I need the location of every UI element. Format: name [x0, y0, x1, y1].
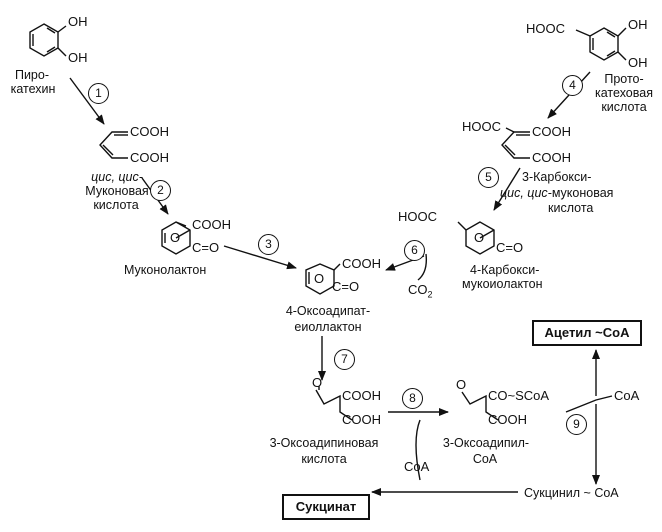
step-9: 9 [566, 414, 587, 435]
succinate-box: Сукцинат [282, 494, 370, 520]
coa-uptake-curve [415, 419, 421, 481]
oxoadipyl-coa-name-2: CoA [472, 452, 498, 466]
enol-lactone-co: C=O [332, 279, 360, 294]
muconolactone-structure [161, 221, 191, 255]
enol-lactone-name-2: еиоллактон [294, 320, 362, 334]
arrow-3 [223, 245, 297, 270]
oxoadipyl-coa-structure [461, 391, 499, 421]
carboxy-muconolactone-name-1: 4-Карбокси- [470, 263, 540, 277]
coa-in-label: CoA [404, 459, 430, 474]
muconolactone-cooh: COOH [192, 217, 231, 232]
arrow-1 [69, 77, 105, 125]
oxoadipyl-coa-coscoa: CO~SCoA [488, 388, 550, 403]
pyrocatechin-oh2: OH [68, 50, 88, 65]
protocatechuic-name-3: кислота [601, 100, 647, 114]
carboxy-muconolactone-o: O [474, 230, 485, 245]
carboxy-muconolactone-structure [457, 221, 495, 255]
co2-release-curve [417, 253, 428, 281]
arrow-5 [493, 167, 521, 211]
step-8: 8 [402, 388, 423, 409]
muconolactone-name: Муконолактон [124, 263, 207, 277]
oxoadipyl-coa-name-1: 3-Оксоадипил- [442, 436, 530, 450]
muconic-name-3: кислота [93, 198, 139, 212]
protocatechuic-hooc: HOOC [526, 21, 565, 36]
step-3: 3 [258, 234, 279, 255]
protocatechuic-oh2: OH [628, 55, 648, 70]
pyrocatechin-name-1: Пиро- [14, 68, 50, 82]
carboxy-muconic-name-line2: цис, цис-муконовая [500, 186, 614, 200]
oxoadipyl-coa-cooh: COOH [488, 412, 527, 427]
co2-label: CO2 [408, 282, 433, 300]
protocatechuic-oh1: OH [628, 17, 648, 32]
carboxy-muconolactone-name-2: мукоиолактон [462, 277, 543, 291]
enol-lactone-structure [305, 263, 341, 295]
step-1: 1 [88, 83, 109, 104]
enol-lactone-cooh: COOH [342, 256, 381, 271]
oxoadipic-structure [315, 386, 353, 421]
muconic-acid-structure [99, 131, 128, 159]
protocatechuic-structure [575, 27, 627, 61]
coa-split-curve [565, 395, 613, 413]
muconolactone-o: O [170, 230, 181, 245]
step-4: 4 [562, 75, 583, 96]
step-5: 5 [478, 167, 499, 188]
oxoadipic-cooh2: COOH [342, 412, 381, 427]
pyrocatechin-structure [29, 23, 67, 57]
oxoadipic-name-2: кислота [301, 452, 347, 466]
carboxy-muconic-name-1: 3-Карбокси- [522, 170, 592, 184]
carboxy-muconic-name-3: кислота [548, 201, 594, 215]
carboxy-muconic-cooh1: COOH [532, 124, 571, 139]
coa-split-label: CoA [614, 388, 640, 403]
pyrocatechin-name-2: катехин [10, 82, 56, 96]
carboxy-muconic-structure [501, 127, 530, 159]
pyrocatechin-oh1: OH [68, 14, 88, 29]
oxoadipic-name-1: 3-Оксоадипиновая [269, 436, 379, 450]
oxoadipic-cooh1: COOH [342, 388, 381, 403]
acetyl-coa-box: Ацетил ~CoA [532, 320, 642, 346]
carboxy-muconic-hooc: HOOC [462, 119, 501, 134]
protocatechuic-name-2: катеховая [595, 86, 653, 100]
enol-lactone-name-1: 4-Оксоадипат- [285, 304, 371, 318]
oxoadipic-o: O [312, 375, 323, 390]
muconic-name-2: Муконовая [85, 184, 149, 198]
carboxy-muconolactone-hooc: HOOC [398, 209, 437, 224]
muconolactone-co: C=O [192, 240, 220, 255]
carboxy-muconic-cooh2: COOH [532, 150, 571, 165]
muconic-cooh2: COOH [130, 150, 169, 165]
enol-lactone-o: O [314, 271, 325, 286]
oxoadipyl-coa-o: O [456, 377, 467, 392]
muconic-name-it: цис, цис- [91, 170, 143, 184]
step-6: 6 [404, 240, 425, 261]
muconic-cooh1: COOH [130, 124, 169, 139]
step-7: 7 [334, 349, 355, 370]
protocatechuic-name-1: Прото- [604, 72, 644, 86]
step-2: 2 [150, 180, 171, 201]
carboxy-muconolactone-co: C=O [496, 240, 524, 255]
succinyl-coa-label: Сукцинил ~ CoA [524, 486, 619, 500]
